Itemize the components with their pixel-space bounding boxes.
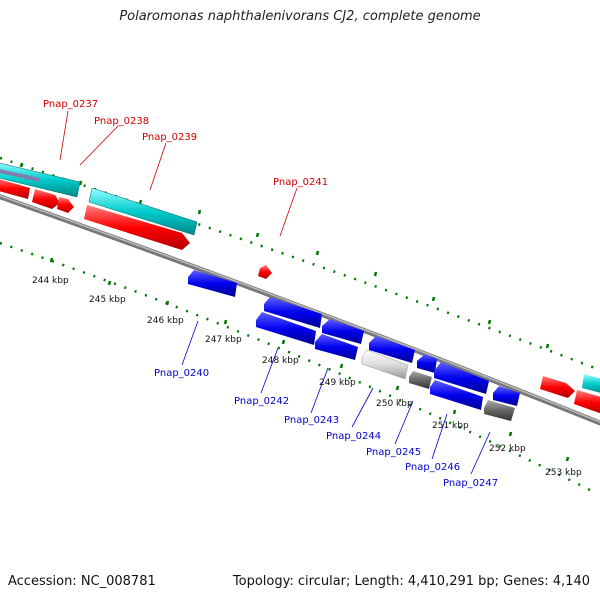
inner-ruler xyxy=(0,241,591,492)
scale-label: 246 kbp xyxy=(147,316,184,326)
scale-label: 251 kbp xyxy=(432,421,469,431)
forward-feature-bar xyxy=(88,187,198,236)
forward-gene-arrow xyxy=(574,390,600,414)
scale-label: 249 kbp xyxy=(319,378,356,388)
outer-ruler-ticks xyxy=(19,162,550,349)
scale-label: 247 kbp xyxy=(205,335,242,345)
forward-feature-bar xyxy=(0,169,40,182)
scale-label: 244 kbp xyxy=(32,276,69,286)
gene-label-pnap-0238: Pnap_0238 xyxy=(94,116,149,127)
forward-feature-bar xyxy=(0,162,81,198)
genome-backbone xyxy=(0,194,600,426)
reverse-gene-arrow xyxy=(315,334,358,360)
scale-label: 248 kbp xyxy=(262,356,299,366)
gene-label-pnap-0239: Pnap_0239 xyxy=(142,132,197,143)
genome-backbone-highlight xyxy=(0,194,600,423)
gene-label-pnap-0245: Pnap_0245 xyxy=(366,447,421,458)
forward-strand-genes xyxy=(0,179,600,414)
reverse-gene-arrow xyxy=(417,354,437,373)
outer-ruler xyxy=(0,156,600,372)
forward-strand-features xyxy=(0,162,198,236)
forward-feature-bar xyxy=(582,374,600,393)
gene-label-pnap-0240: Pnap_0240 xyxy=(154,368,209,379)
forward-gene-arrow xyxy=(0,179,30,199)
gene-label-pnap-0246: Pnap_0246 xyxy=(405,462,460,473)
reverse-gene-arrow xyxy=(493,386,520,406)
reverse-gene-arrow xyxy=(188,270,237,297)
reverse-gene-labels: Pnap_0240 Pnap_0242 Pnap_0243 Pnap_0244 … xyxy=(154,368,498,489)
map-title: Polaromonas naphthalenivorans CJ2, compl… xyxy=(119,9,481,24)
reverse-gene-arrow xyxy=(369,336,415,363)
reverse-gene-arrow xyxy=(430,380,483,410)
gene-label-pnap-0244: Pnap_0244 xyxy=(326,431,381,442)
forward-gene-arrow xyxy=(540,376,575,398)
forward-gene-arrow xyxy=(57,197,74,213)
gene-label-pnap-0237: Pnap_0237 xyxy=(43,99,98,110)
scale-label: 245 kbp xyxy=(89,295,126,305)
reverse-gene-arrow xyxy=(264,297,322,328)
reverse-gene-arrow xyxy=(322,319,364,344)
reverse-strand-genes xyxy=(188,270,520,421)
scale-labels: 244 kbp 245 kbp 246 kbp 247 kbp 248 kbp … xyxy=(32,276,582,478)
gene-label-pnap-0243: Pnap_0243 xyxy=(284,415,339,426)
inner-ruler-ticks xyxy=(49,257,570,462)
accession-text: Accession: NC_008781 xyxy=(8,574,156,589)
gene-label-pnap-0247: Pnap_0247 xyxy=(443,478,498,489)
reverse-feature-bar xyxy=(484,400,515,421)
forward-gene-arrow xyxy=(258,265,272,279)
forward-gene-arrow xyxy=(32,189,60,209)
reverse-gene-arrow xyxy=(434,362,489,394)
scale-label: 250 kbp xyxy=(376,399,413,409)
forward-gene-labels: Pnap_0237 Pnap_0238 Pnap_0239 Pnap_0241 xyxy=(43,99,328,188)
forward-label-leaders xyxy=(59,110,298,237)
forward-gene-arrow xyxy=(84,205,190,250)
reverse-feature-bar xyxy=(409,371,432,389)
reverse-feature-bar xyxy=(361,349,409,380)
gene-label-pnap-0241: Pnap_0241 xyxy=(273,177,328,188)
scale-label: 252 kbp xyxy=(489,444,526,454)
scale-label: 253 kbp xyxy=(545,468,582,478)
gene-label-pnap-0242: Pnap_0242 xyxy=(234,396,289,407)
topology-text: Topology: circular; Length: 4,410,291 bp… xyxy=(232,574,590,589)
reverse-gene-arrow xyxy=(256,312,316,345)
reverse-label-leaders xyxy=(181,320,491,475)
